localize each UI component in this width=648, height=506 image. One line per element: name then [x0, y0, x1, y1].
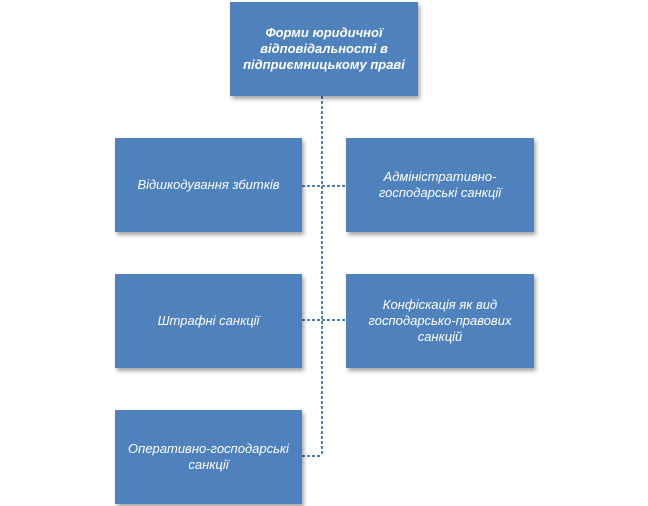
node-penalty-sanctions: Штрафні санкції [115, 274, 302, 368]
node-operational-sanctions: Оперативно-господарські санкції [115, 410, 302, 504]
node-confiscation-label: Конфіскація як вид господарсько-правових… [368, 297, 512, 344]
root-node-label: Форми юридичної відповідальності в підпр… [243, 25, 405, 72]
node-damages-label: Відшкодування збитків [137, 177, 280, 192]
node-damages: Відшкодування збитків [115, 138, 302, 232]
node-confiscation: Конфіскація як вид господарсько-правових… [346, 274, 534, 368]
node-admin-sanctions: Адміністративно-господарські санкції [346, 138, 534, 232]
node-operational-sanctions-label: Оперативно-господарські санкції [128, 441, 289, 472]
root-node: Форми юридичної відповідальності в підпр… [230, 2, 418, 96]
node-penalty-sanctions-label: Штрафні санкції [157, 313, 260, 328]
node-admin-sanctions-label: Адміністративно-господарські санкції [378, 169, 502, 200]
